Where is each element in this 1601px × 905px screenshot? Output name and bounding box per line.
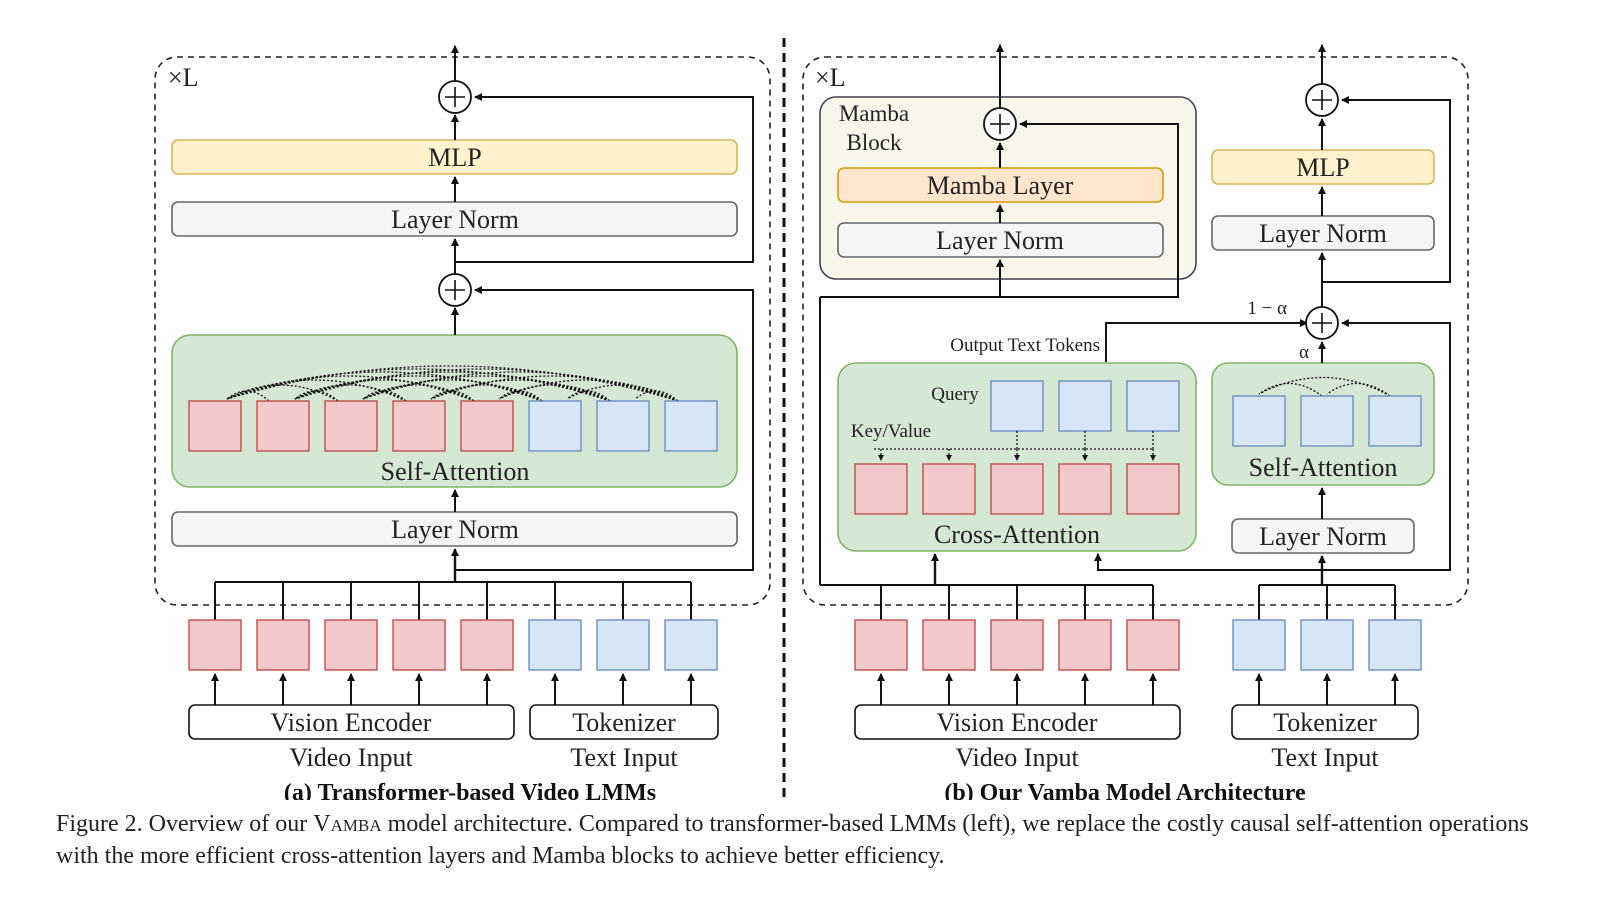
video-token xyxy=(990,619,1044,671)
text-token xyxy=(1058,380,1112,432)
video-token xyxy=(392,400,446,452)
video-token xyxy=(460,619,514,671)
caption-model-name: Vamba xyxy=(313,811,382,837)
video-token xyxy=(188,619,242,671)
tokenizer-label: Tokenizer xyxy=(572,708,676,737)
panel-b: ×L Mamba Block Mamba Layer Layer Norm Ou… xyxy=(802,44,1469,800)
output-text-tokens-label: Output Text Tokens xyxy=(950,335,1100,356)
query-label: Query xyxy=(931,384,979,405)
layer-repeat-box xyxy=(802,56,1469,606)
vision-encoder-label: Vision Encoder xyxy=(937,708,1098,737)
text-token xyxy=(664,400,718,452)
vision-encoder-block xyxy=(188,704,515,740)
caption-prefix: Figure 2. Overview of our xyxy=(56,811,314,837)
repeat-label: ×L xyxy=(168,63,199,92)
self-attention-label: Self-Attention xyxy=(1249,453,1398,482)
text-input-label: Text Input xyxy=(570,743,678,772)
video-token xyxy=(460,400,514,452)
layer-norm-label: Layer Norm xyxy=(391,515,519,544)
mlp-label: MLP xyxy=(1296,153,1349,182)
text-input-label: Text Input xyxy=(1271,743,1379,772)
cross-attention-label: Cross-Attention xyxy=(934,520,1100,549)
vision-encoder-label: Vision Encoder xyxy=(271,708,432,737)
text-token xyxy=(664,619,718,671)
video-input-label: Video Input xyxy=(955,743,1079,772)
self-attention-label: Self-Attention xyxy=(381,457,530,486)
gate-weight-label: α xyxy=(1299,342,1309,363)
text-token xyxy=(596,619,650,671)
video-token xyxy=(324,619,378,671)
panel-a: ×L MLP Layer Norm Self-Attention xyxy=(154,45,771,800)
subtitle-a: (a) Transformer-based Video LMMs xyxy=(284,780,656,800)
layer-norm-label: Layer Norm xyxy=(1259,522,1387,551)
text-token xyxy=(596,400,650,452)
video-token xyxy=(188,400,242,452)
input-tokens xyxy=(188,619,718,671)
text-token xyxy=(1232,395,1286,447)
text-token xyxy=(528,400,582,452)
tokenizer-block xyxy=(1231,704,1419,740)
layer-norm-label: Layer Norm xyxy=(391,205,519,234)
layer-norm-label: Layer Norm xyxy=(1259,219,1387,248)
video-token xyxy=(922,619,976,671)
input-tokens xyxy=(854,619,1422,671)
text-token xyxy=(1232,619,1286,671)
video-token xyxy=(922,463,976,515)
attention-tokens xyxy=(188,400,718,452)
video-token xyxy=(854,619,908,671)
text-token xyxy=(1368,395,1422,447)
repeat-label: ×L xyxy=(815,63,846,92)
cross-attention-links xyxy=(874,431,1156,461)
mlp-label: MLP xyxy=(428,143,481,172)
causal-attention-arcs xyxy=(226,365,679,402)
gate-weight-label: 1 − α xyxy=(1247,298,1287,319)
tokenizer-block xyxy=(529,704,719,740)
tokenizer-label: Tokenizer xyxy=(1273,708,1377,737)
key-value-label: Key/Value xyxy=(851,421,931,442)
video-input-label: Video Input xyxy=(289,743,413,772)
figure-caption: Figure 2. Overview of our Vamba model ar… xyxy=(56,808,1556,872)
mamba-block-label: Mamba xyxy=(839,101,909,126)
text-token xyxy=(1300,395,1354,447)
video-token xyxy=(392,619,446,671)
video-token xyxy=(854,463,908,515)
subtitle-b: (b) Our Vamba Model Architecture xyxy=(944,780,1306,800)
video-token xyxy=(256,619,310,671)
video-token xyxy=(1126,463,1180,515)
layer-norm-label: Layer Norm xyxy=(936,226,1064,255)
mamba-layer-label: Mamba Layer xyxy=(927,171,1074,200)
text-token xyxy=(1126,380,1180,432)
video-token xyxy=(1126,619,1180,671)
text-token xyxy=(1300,619,1354,671)
text-token xyxy=(1368,619,1422,671)
causal-attention-arcs xyxy=(1258,376,1391,397)
video-token xyxy=(1058,463,1112,515)
caption-suffix: model architecture. Compared to transfor… xyxy=(56,811,1529,869)
text-token xyxy=(990,380,1044,432)
mamba-block-label: Block xyxy=(847,130,902,155)
video-token xyxy=(256,400,310,452)
architecture-diagram: ×L MLP Layer Norm Self-Attention xyxy=(154,38,1469,800)
text-token xyxy=(528,619,582,671)
video-token xyxy=(990,463,1044,515)
video-token xyxy=(1058,619,1112,671)
video-token xyxy=(324,400,378,452)
vision-encoder-block xyxy=(854,704,1181,740)
